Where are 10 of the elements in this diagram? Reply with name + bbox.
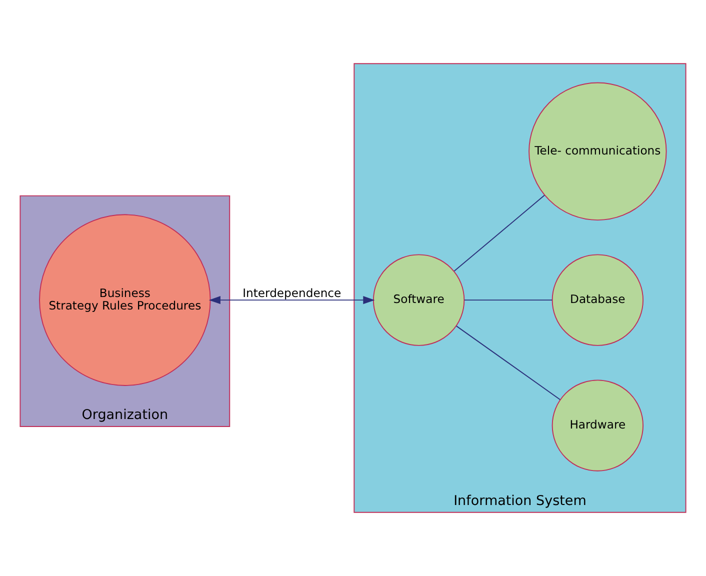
node-circle: Tele- communications [528,82,667,221]
node-circle: Hardware [552,380,644,472]
connector [456,326,561,400]
edge-label: Interdependence [242,286,342,300]
node-circle: Software [372,254,465,346]
connector [454,194,545,272]
node-circle: Business Strategy Rules Procedures [39,214,211,386]
connector [464,300,553,301]
arrow [208,296,375,304]
node-circle: Database [552,254,644,346]
